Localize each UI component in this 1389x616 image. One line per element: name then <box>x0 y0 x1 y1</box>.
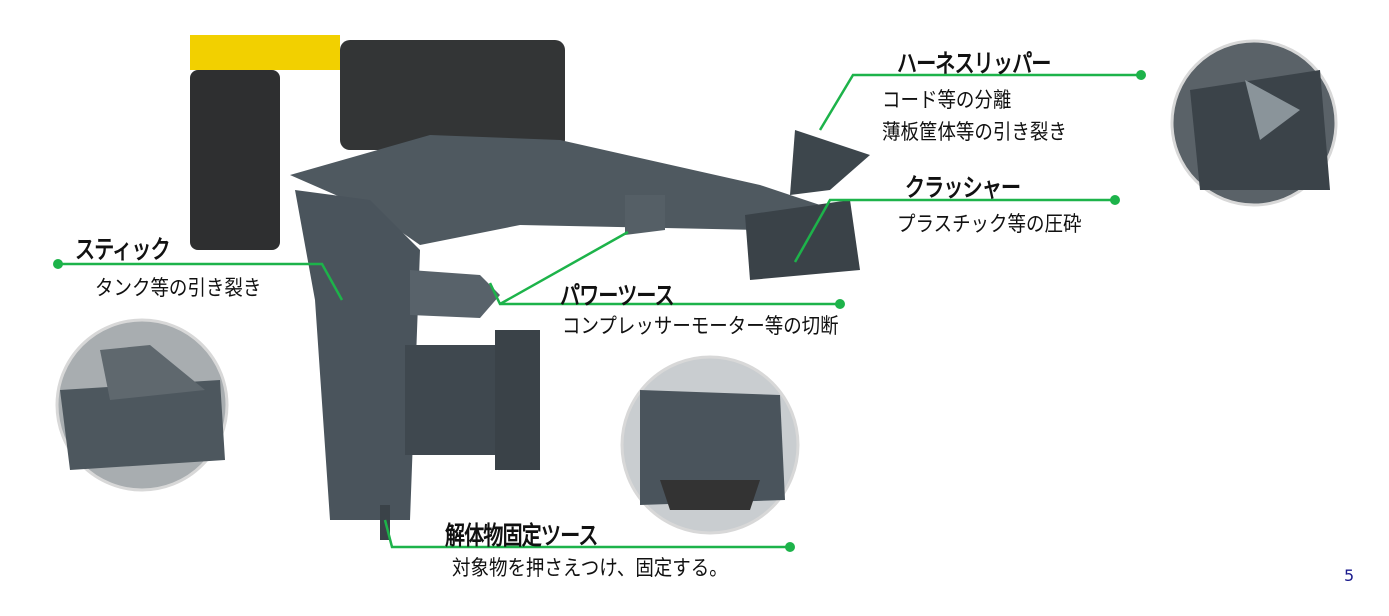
page-number: 5 <box>1344 566 1355 585</box>
inset-harness-slipper <box>1170 39 1338 207</box>
harness-slipper <box>790 130 870 195</box>
right-track <box>340 40 565 150</box>
fixing-tooth-desc: 対象物を押さえつけ、固定する。 <box>452 556 728 580</box>
crusher-title: クラッシャー <box>905 173 1021 202</box>
callout-lines <box>58 73 1141 549</box>
stick-arm <box>295 190 420 520</box>
inset-fixing-tooth <box>620 355 800 535</box>
power-tooth-upper <box>625 195 665 235</box>
harness-slipper-desc-2: 薄板筐体等の引き裂き <box>882 120 1067 144</box>
excavator-body <box>190 35 340 70</box>
upper-frame <box>290 135 850 245</box>
power-tooth-desc: コンプレッサーモーター等の切断 <box>562 314 839 338</box>
left-track <box>190 70 280 250</box>
crusher-desc: プラスチック等の圧砕 <box>897 212 1082 236</box>
stick-desc: タンク等の引き裂き <box>95 276 262 300</box>
stick-title: スティック <box>75 235 171 264</box>
harness-slipper-title: ハーネスリッパー <box>897 49 1051 78</box>
harness-slipper-desc-1: コード等の分離 <box>882 88 1012 112</box>
fixing-plate <box>495 330 540 470</box>
power-tooth-title: パワーツース <box>560 281 675 310</box>
crusher <box>745 200 860 280</box>
inset-stick <box>55 318 229 492</box>
callout-dots <box>53 70 1146 552</box>
power-tooth <box>410 270 500 318</box>
fixing-tooth-title: 解体物固定ツース <box>445 521 598 550</box>
